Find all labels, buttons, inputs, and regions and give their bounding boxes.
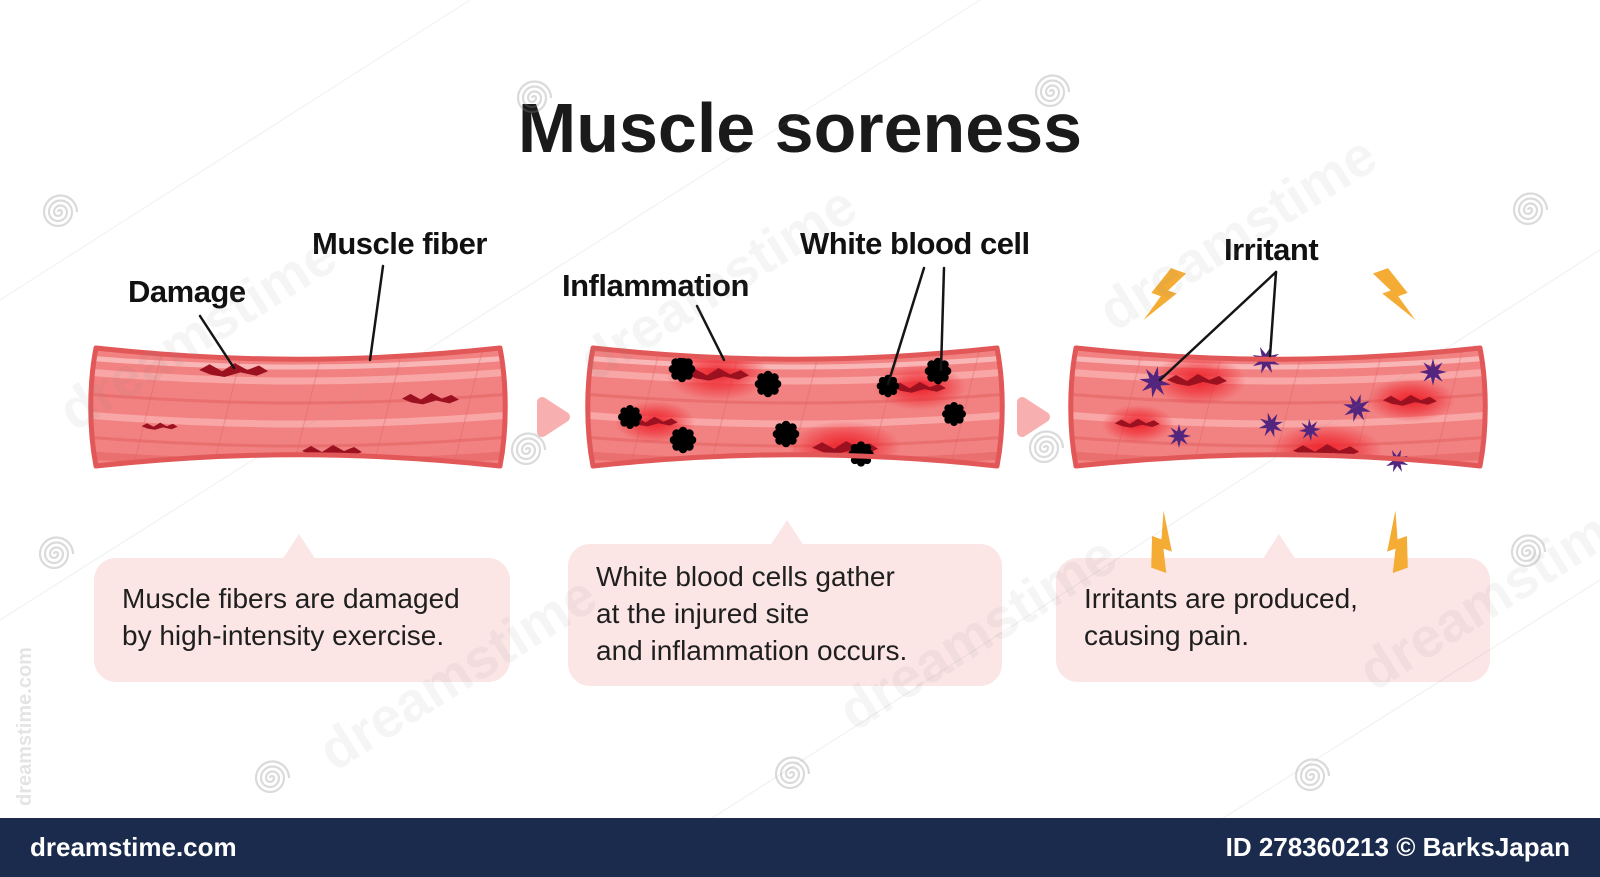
caption-line: Irritants are produced, (1084, 583, 1358, 614)
caption-bubble-irritant: Irritants are produced, causing pain. (1056, 534, 1490, 682)
caption-line: and inflammation occurs. (596, 635, 908, 667)
dreamstime-spiral-icon (42, 194, 79, 228)
dreamstime-spiral-icon (1512, 192, 1549, 226)
next-step-arrow-icon (537, 397, 570, 437)
white-blood-cell-icon (668, 355, 696, 383)
dreamstime-spiral-icon (38, 536, 75, 570)
irritant-star-icon (1167, 424, 1191, 448)
white-blood-cell-icon (754, 370, 782, 398)
white-blood-cell-icon (942, 402, 966, 426)
white-blood-cell-icon (669, 426, 697, 454)
caption-line: causing pain. (1084, 620, 1250, 652)
caption-bubble-inflammation: White blood cells gather at the injured … (568, 520, 1002, 686)
muscle-illustration-irritant (1068, 341, 1488, 477)
muscle-illustration-damage (88, 345, 508, 469)
caption-bubble-damage: Muscle fibers are damaged by high-intens… (94, 534, 510, 682)
caption-line: White blood cells gather (596, 561, 895, 592)
lightning-bolt-icon (1372, 264, 1418, 329)
dreamstime-spiral-icon (774, 756, 811, 790)
label-irritant: Irritant (1224, 232, 1319, 267)
white-blood-cell-icon (772, 420, 800, 448)
dreamstime-spiral-icon (510, 432, 547, 466)
caption-text: Irritants are produced, causing pain. (1056, 558, 1490, 676)
dreamstime-spiral-icon (1028, 430, 1065, 464)
white-blood-cell-icon (876, 374, 900, 398)
caption-text: Muscle fibers are damaged by high-intens… (94, 558, 510, 676)
footer-credit-bar: dreamstime.com ID 278360213 © BarksJapan (0, 818, 1600, 877)
next-step-arrow-icon (1017, 397, 1050, 437)
footer-credit-text: ID 278360213 © BarksJapan (1225, 832, 1570, 862)
caption-line: by high-intensity exercise. (122, 620, 445, 652)
lightning-bolt-icon (1141, 264, 1187, 329)
white-blood-cell-icon (618, 405, 642, 429)
footer-site-text: dreamstime.com (30, 832, 237, 862)
caption-line: Muscle fibers are damaged (122, 583, 460, 614)
label-muscle-fiber: Muscle fiber (312, 226, 487, 261)
bubble-tail (770, 520, 804, 546)
page-title: Muscle soreness (517, 89, 1083, 167)
watermark-vertical-text: dreamstime.com (14, 647, 36, 806)
label-damage: Damage (128, 274, 246, 309)
dreamstime-spiral-icon (1510, 534, 1547, 568)
irritant-star-icon (1419, 358, 1447, 386)
caption-line: at the injured site (596, 598, 810, 630)
dreamstime-spiral-icon (1294, 758, 1331, 792)
caption-text: White blood cells gather at the injured … (568, 544, 1002, 692)
bubble-tail (1262, 534, 1296, 560)
bubble-tail (282, 534, 316, 560)
label-white-blood-cell: White blood cell (800, 226, 1030, 261)
white-blood-cell-icon (924, 357, 952, 385)
dreamstime-spiral-icon (254, 760, 291, 794)
label-inflammation: Inflammation (562, 268, 749, 303)
muscle-illustration-inflammation (585, 345, 1005, 469)
